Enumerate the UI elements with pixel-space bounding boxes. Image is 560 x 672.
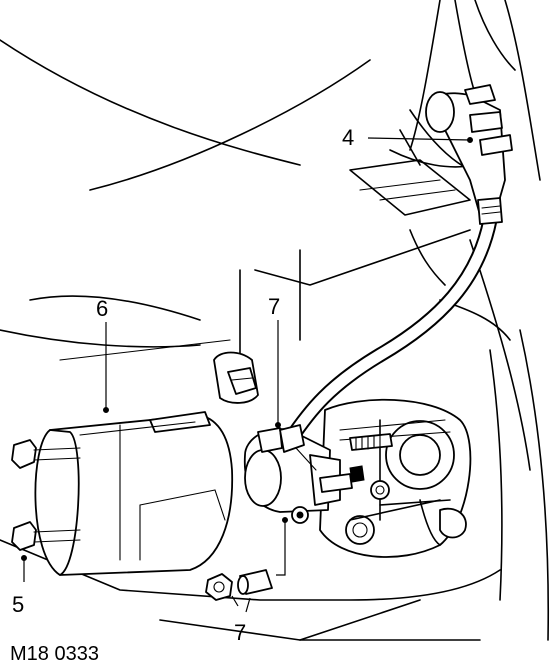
figure-reference: M18 0333 <box>10 643 99 665</box>
nut-and-spacer <box>205 569 273 601</box>
starter-motor <box>34 411 234 576</box>
sensor-connector <box>425 84 513 225</box>
cable-hose <box>279 212 498 471</box>
starter-solenoid <box>243 427 365 524</box>
bolt-upper <box>11 439 81 469</box>
bolt-lower <box>11 521 81 551</box>
vehicle-body-structure <box>0 0 550 641</box>
callout-leaders <box>21 137 473 613</box>
callout-7-top: 7 <box>268 294 280 319</box>
mounting-bracket-nut <box>213 351 259 404</box>
callout-6: 6 <box>96 296 108 321</box>
engine-housing <box>319 398 472 558</box>
callout-7-bottom: 7 <box>234 620 246 645</box>
callout-4: 4 <box>342 125 354 150</box>
callout-5: 5 <box>12 592 24 617</box>
